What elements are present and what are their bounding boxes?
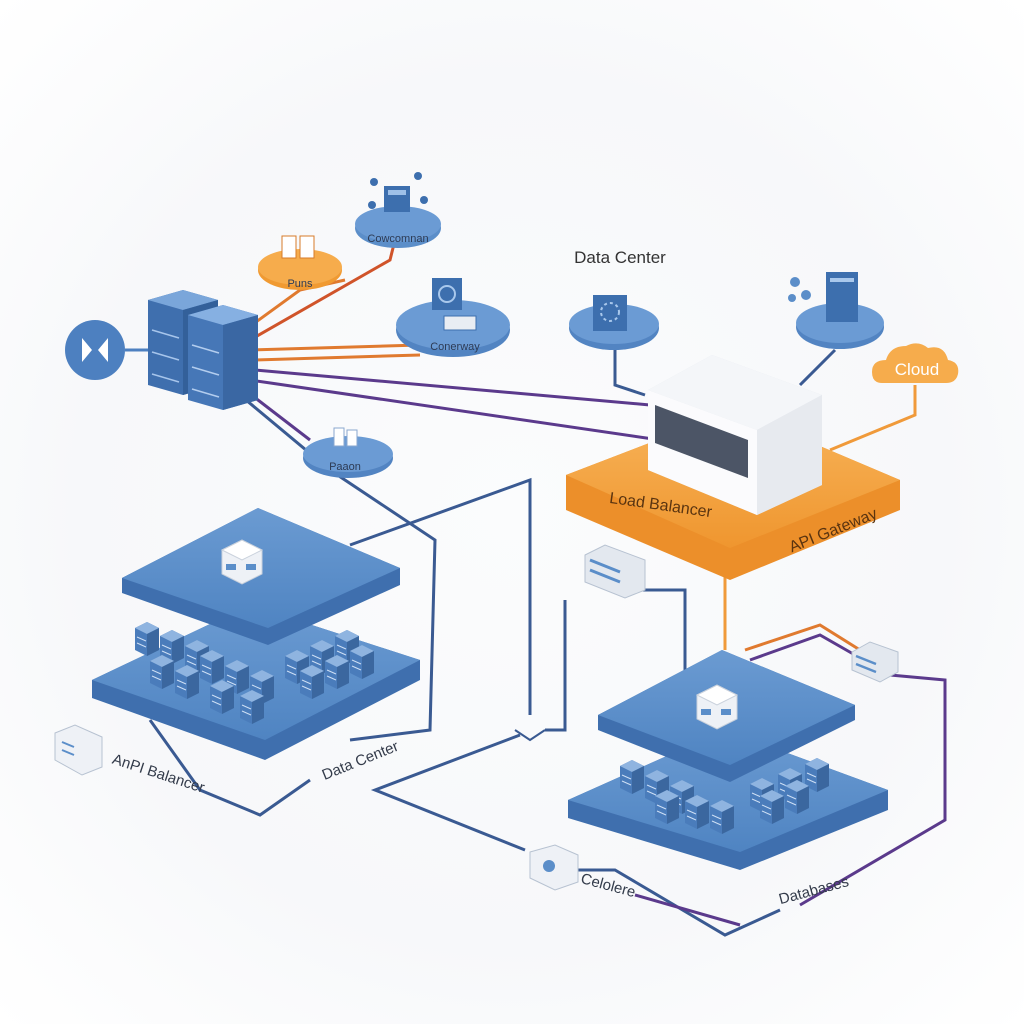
diagram-title: Data Center [574, 248, 666, 267]
connector-knot [514, 729, 546, 742]
label-orange-node: Puns [287, 278, 313, 290]
label-api-balancer: AnPI Balancer [110, 751, 206, 797]
connection-lines [148, 239, 947, 937]
switch-device-center [584, 544, 646, 599]
platform-left [92, 508, 420, 760]
play-node [65, 320, 150, 380]
device-api-balancer [54, 724, 103, 776]
label-mid-node: Conerway [430, 341, 480, 353]
play-icon [82, 338, 108, 362]
server-icon [384, 186, 410, 212]
cloud-node: Cloud [872, 343, 959, 383]
load-balancer-appliance [648, 355, 822, 712]
node-mid: Conerway [396, 278, 510, 357]
cloud-icon [872, 343, 959, 383]
label-cloud: Cloud [895, 360, 939, 379]
gear-icon [432, 278, 462, 310]
platform-right [568, 650, 888, 870]
server-stack [148, 290, 258, 410]
node-data-center [569, 295, 659, 350]
node-top: Cowcomnan [355, 172, 441, 248]
switch-device-right [851, 641, 899, 683]
node-right [788, 272, 884, 349]
label-left-node: Paaon [329, 461, 361, 473]
node-left: Paaon [303, 427, 393, 478]
label-databases: Databases [777, 873, 851, 908]
monitor-icon [655, 405, 748, 478]
node-orange: Puns [258, 235, 342, 290]
label-celolere: Celolere [579, 870, 637, 901]
label-top-node: Cowcomnan [367, 233, 428, 245]
device-celolere [529, 844, 579, 891]
label-data-center-bottom: Data Center [320, 738, 401, 784]
